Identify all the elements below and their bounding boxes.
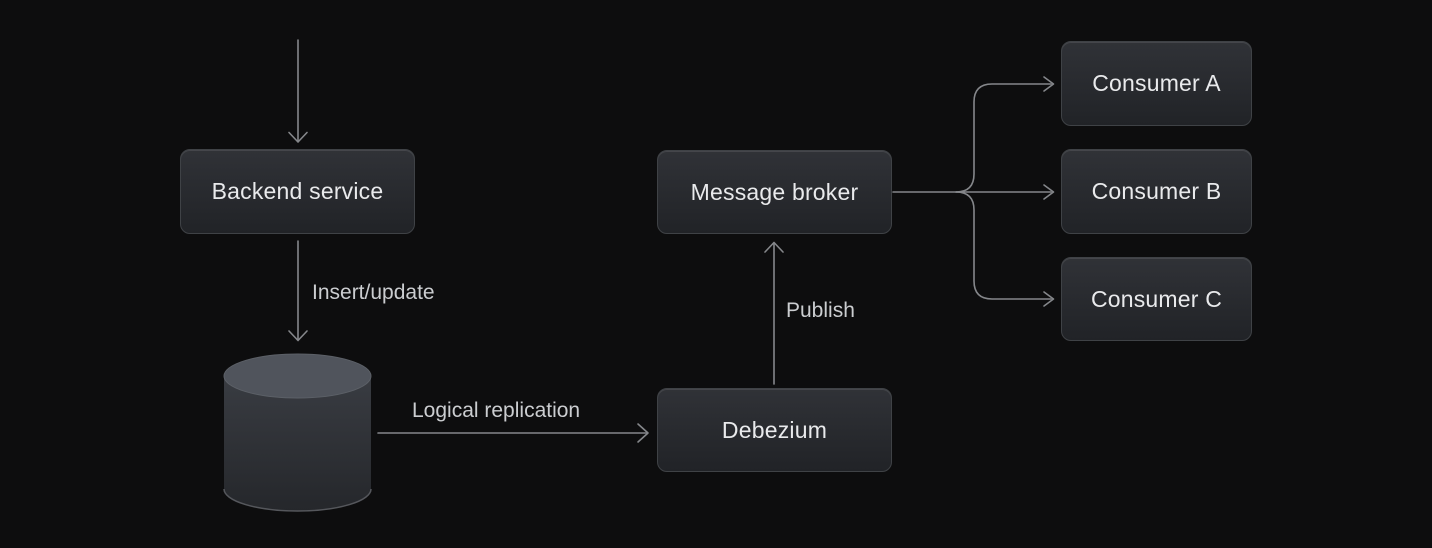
node-consumer-a: Consumer A — [1061, 41, 1252, 126]
database-cylinder-icon — [223, 353, 372, 512]
edge-label-insert-update: Insert/update — [312, 281, 435, 304]
edge-broker-to-consumers — [892, 76, 1055, 307]
node-consumer-c: Consumer C — [1061, 257, 1252, 341]
node-debezium: Debezium — [657, 388, 892, 472]
edge-debezium-to-broker — [764, 241, 784, 385]
node-message-broker: Message broker — [657, 150, 892, 234]
node-backend-service: Backend service — [180, 149, 415, 234]
node-consumer-b: Consumer B — [1061, 149, 1252, 234]
edge-label-logical-replication: Logical replication — [412, 399, 581, 422]
edge-backend-to-database — [288, 240, 308, 342]
edge-database-to-debezium — [377, 423, 649, 443]
edge-label-publish: Publish — [786, 299, 855, 322]
edge-inbound-to-backend — [288, 39, 308, 143]
